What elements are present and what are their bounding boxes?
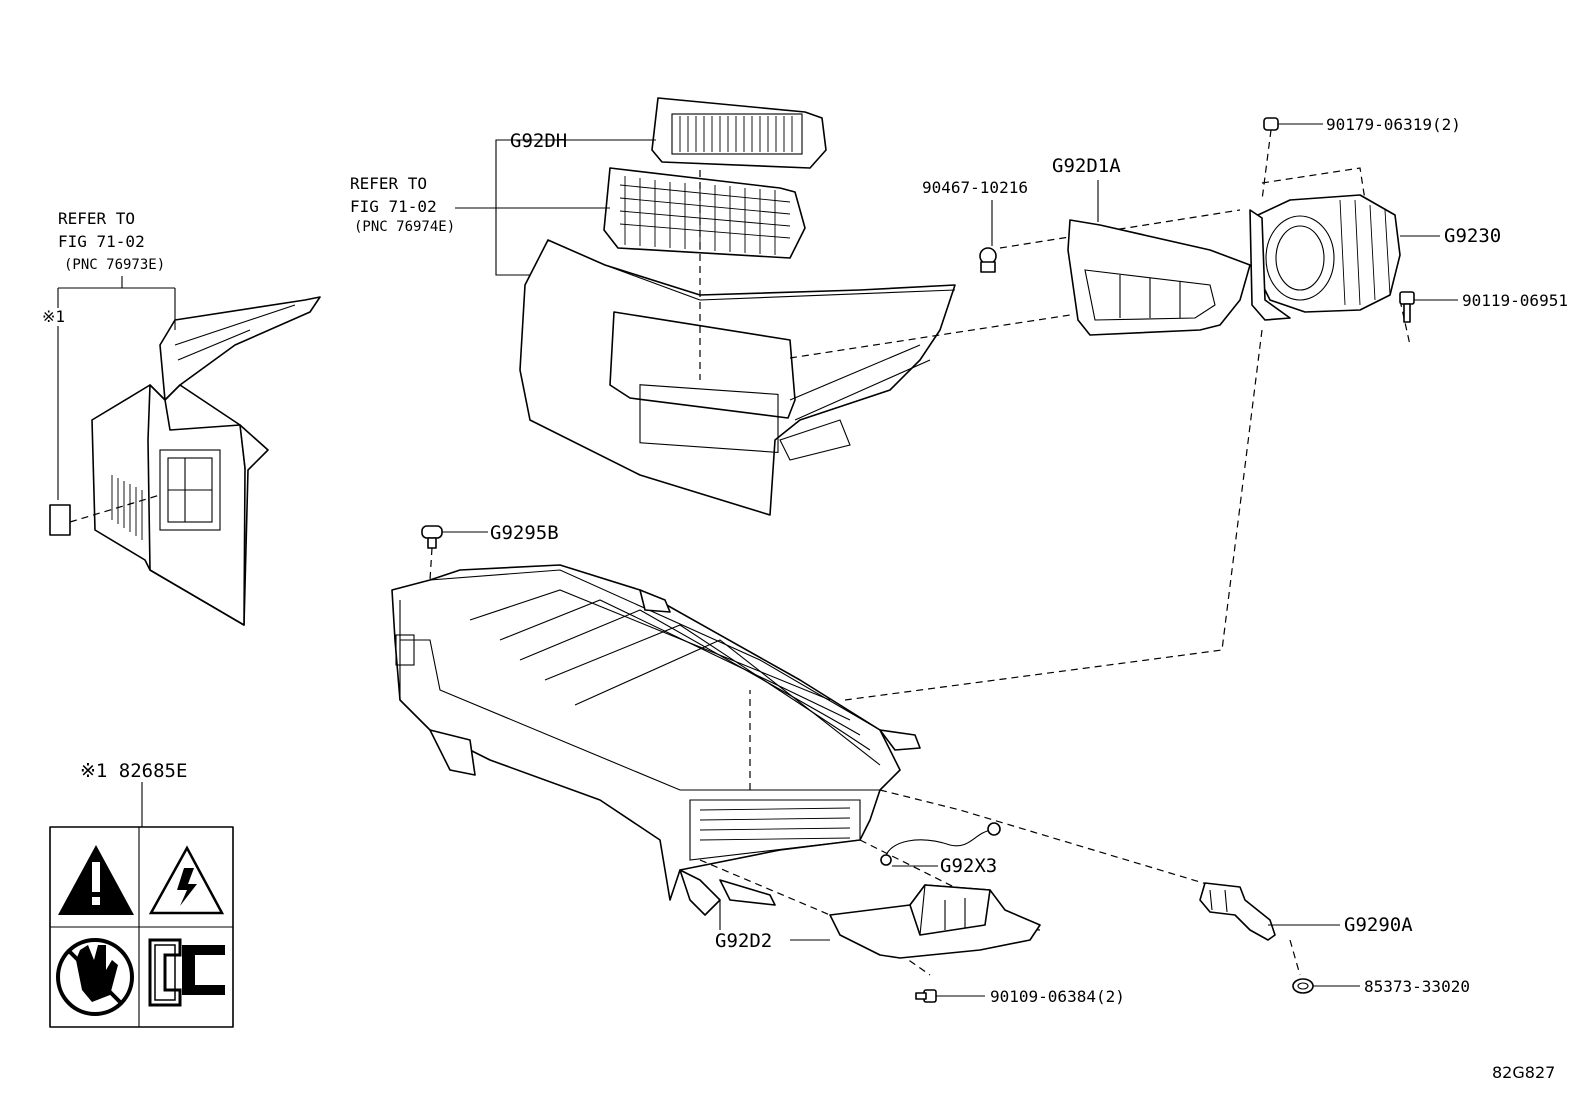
label-g92d2: G92D2 xyxy=(715,930,772,952)
refer-left-line2: FIG 71-02 xyxy=(58,232,145,251)
label-g92dh: G92DH xyxy=(510,130,567,152)
refer-left-line1: REFER TO xyxy=(58,209,135,228)
duct-g92d1a xyxy=(1067,180,1251,336)
duct-g9290a xyxy=(1199,882,1340,941)
label-85373: 85373-33020 xyxy=(1364,977,1470,996)
label-g92x3: G92X3 xyxy=(940,855,997,877)
label-g9295b: G9295B xyxy=(490,522,559,544)
grommet-85373 xyxy=(1292,978,1360,994)
refer-left-marker: ※1 xyxy=(42,307,65,326)
bolt-90109 xyxy=(915,989,985,1003)
label-90119: 90119-06951 xyxy=(1462,291,1568,310)
filter-g92dh xyxy=(651,97,827,169)
battery-assembly xyxy=(391,564,921,916)
label-g9290a: G9290A xyxy=(1344,914,1413,936)
no-touch-hand-icon xyxy=(56,938,134,1016)
nut-90179 xyxy=(1263,117,1323,131)
figure-id: 82G827 xyxy=(1492,1063,1555,1082)
blower-fan-g9230 xyxy=(1249,194,1440,321)
warning-label-title: ※1 82685E xyxy=(80,760,187,782)
clip-90467 xyxy=(979,200,997,273)
small-label-sticker xyxy=(49,504,71,536)
service-plug-icon xyxy=(148,938,225,1007)
left-trim-panel xyxy=(91,288,321,626)
warning-triangle-icon xyxy=(58,845,134,915)
high-voltage-icon xyxy=(148,845,225,915)
wire-harness-g92x3 xyxy=(880,822,1001,867)
label-g9230: G9230 xyxy=(1444,225,1501,247)
label-90467: 90467-10216 xyxy=(922,178,1028,197)
label-90179: 90179-06319(2) xyxy=(1326,115,1461,134)
sensor-g9295b xyxy=(421,525,488,549)
label-90109: 90109-06384(2) xyxy=(990,987,1125,1006)
refer-center-line1: REFER TO xyxy=(350,174,427,193)
center-trim-panel xyxy=(519,239,956,516)
grille-76974e xyxy=(603,167,806,259)
refer-center-line2: FIG 71-02 xyxy=(350,197,437,216)
bolt-90119 xyxy=(1399,291,1458,323)
duct-g92d2 xyxy=(719,884,1041,959)
label-g92d1a: G92D1A xyxy=(1052,155,1121,177)
warning-label-82685e xyxy=(49,782,234,1028)
refer-center-line3: (PNC 76974E) xyxy=(354,219,455,235)
refer-left-line3: (PNC 76973E) xyxy=(64,257,165,273)
